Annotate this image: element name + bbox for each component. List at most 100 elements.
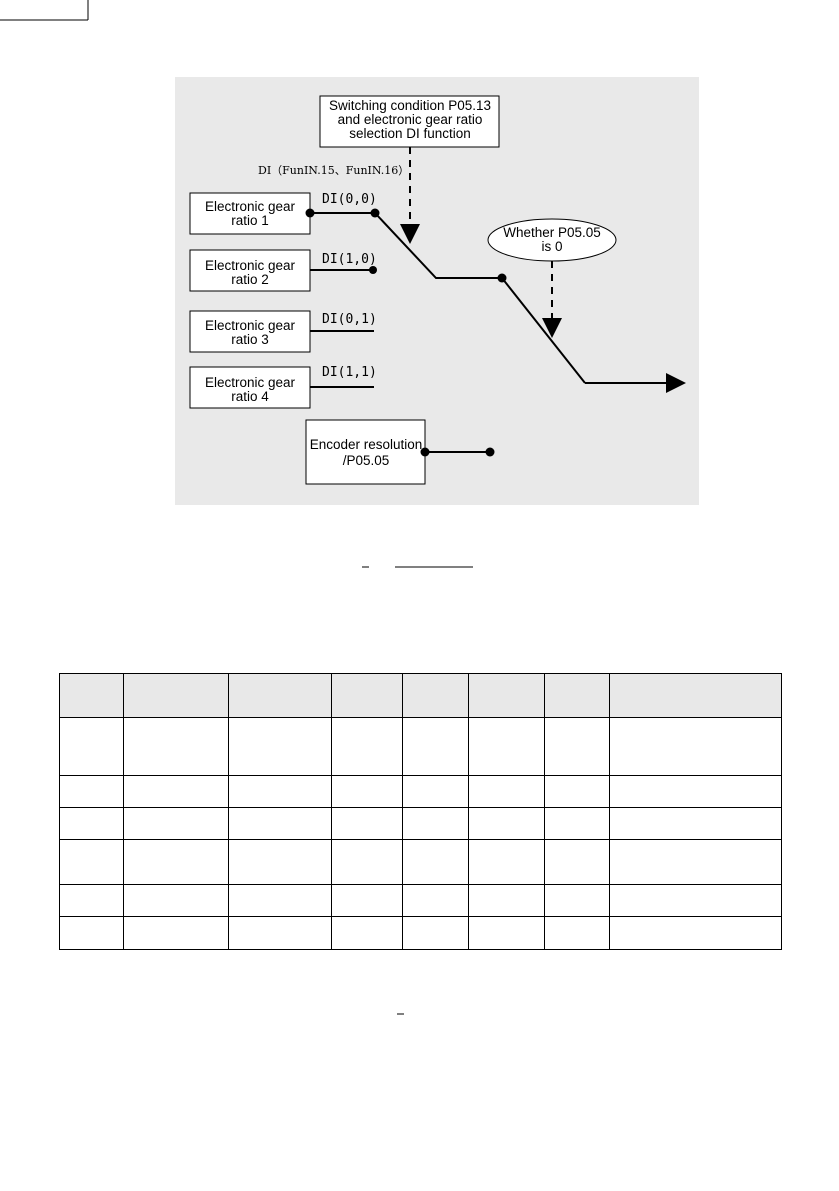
di-label-3: DI(0,1) (322, 312, 377, 327)
table-cell (544, 775, 610, 808)
junction-dot (497, 273, 507, 283)
corner-crop-mark (0, 0, 89, 21)
table-cell (468, 775, 545, 808)
table-cell (123, 673, 229, 718)
table-cell (609, 884, 782, 917)
table-cell (544, 807, 610, 840)
whether-line-2: is 0 (541, 239, 562, 254)
gear-2-end-dot (369, 266, 377, 274)
whether-line-1: Whether P05.05 (503, 225, 601, 240)
table-cell (402, 916, 469, 950)
encoder-line-2: /P05.05 (343, 453, 390, 468)
formula-fraction-marks (362, 566, 473, 568)
table-cell (468, 807, 545, 840)
table-cell (331, 775, 403, 808)
gear-ratio-3-line-2: ratio 3 (231, 332, 269, 347)
table-cell (468, 839, 545, 885)
switching-condition-line-3: selection DI function (349, 126, 471, 141)
table-cell (402, 717, 469, 776)
table-cell (609, 673, 782, 718)
di-label-1: DI(0,0) (322, 192, 377, 207)
encoder-start-dot (420, 447, 430, 457)
gear-ratio-1-line-2: ratio 1 (231, 213, 269, 228)
table-row (59, 775, 782, 808)
encoder-end-dot (485, 447, 495, 457)
table-cell (228, 916, 332, 950)
table-cell (331, 673, 403, 718)
switching-condition-line-1: Switching condition P05.13 (329, 98, 491, 113)
table-cell (468, 884, 545, 917)
table-row (59, 717, 782, 776)
table-cell (228, 717, 332, 776)
table-cell (544, 916, 610, 950)
gear-ratio-2-line-1: Electronic gear (205, 258, 296, 273)
gear-ratio-1-line-1: Electronic gear (205, 199, 296, 214)
table-cell (123, 807, 229, 840)
table-cell (59, 673, 124, 718)
table-cell (331, 807, 403, 840)
table-cell (609, 916, 782, 950)
gear-ratio-diagram: Switching condition P05.13 and electroni… (189, 95, 686, 485)
table-cell (544, 884, 610, 917)
gear-ratio-box-2: Electronic gear ratio 2 (189, 249, 311, 292)
table-cell (468, 717, 545, 776)
table-row (59, 807, 782, 840)
table-row (59, 884, 782, 917)
table-cell (331, 839, 403, 885)
di-label-4: DI(1,1) (322, 365, 377, 380)
table-cell (609, 775, 782, 808)
table-cell (402, 775, 469, 808)
bottom-formula-mark (397, 1013, 404, 1015)
whether-p05-05-ellipse: Whether P05.05 is 0 (487, 218, 617, 262)
table-cell (331, 717, 403, 776)
table-cell (609, 807, 782, 840)
table-cell (59, 717, 124, 776)
table-cell (402, 673, 469, 718)
table-cell (228, 775, 332, 808)
table-cell (228, 673, 332, 718)
table-cell (331, 884, 403, 917)
table-cell (609, 717, 782, 776)
table-cell (402, 839, 469, 885)
gear-ratio-box-1: Electronic gear ratio 1 (189, 192, 311, 235)
table-cell (123, 839, 229, 885)
table-cell (123, 717, 229, 776)
table-cell (402, 807, 469, 840)
table-row (59, 673, 782, 718)
gear-ratio-2-line-2: ratio 2 (231, 272, 269, 287)
table-cell (544, 673, 610, 718)
table-cell (123, 916, 229, 950)
switching-condition-box: Switching condition P05.13 and electroni… (319, 95, 500, 148)
table-cell (123, 884, 229, 917)
encoder-resolution-box: Encoder resolution /P05.05 (305, 419, 426, 485)
table-cell (402, 884, 469, 917)
di-function-header: DI（FunIN.15、FunIN.16） (258, 164, 409, 177)
switching-condition-line-2: and electronic gear ratio (338, 112, 483, 127)
table-cell (59, 884, 124, 917)
table-cell (468, 673, 545, 718)
table-cell (331, 916, 403, 950)
encoder-line-1: Encoder resolution (310, 437, 423, 452)
gear-1-start-dot (305, 208, 315, 218)
gear-ratio-4-line-2: ratio 4 (231, 389, 269, 404)
table-cell (123, 775, 229, 808)
table-cell (59, 807, 124, 840)
table-cell (609, 839, 782, 885)
table-cell (544, 717, 610, 776)
table-cell (59, 916, 124, 950)
table-cell (59, 775, 124, 808)
table-cell (59, 839, 124, 885)
table-cell (468, 916, 545, 950)
table-row (59, 839, 782, 885)
table-cell (544, 839, 610, 885)
gear-1-end-dot (370, 208, 380, 218)
table-cell (228, 839, 332, 885)
parameter-table (59, 673, 782, 950)
gear-ratio-3-line-1: Electronic gear (205, 318, 296, 333)
gear-ratio-box-3: Electronic gear ratio 3 (189, 310, 311, 353)
table-cell (228, 807, 332, 840)
table-row (59, 916, 782, 950)
table-cell (228, 884, 332, 917)
gear-ratio-4-line-1: Electronic gear (205, 375, 296, 390)
di-label-2: DI(1,0) (322, 252, 377, 267)
